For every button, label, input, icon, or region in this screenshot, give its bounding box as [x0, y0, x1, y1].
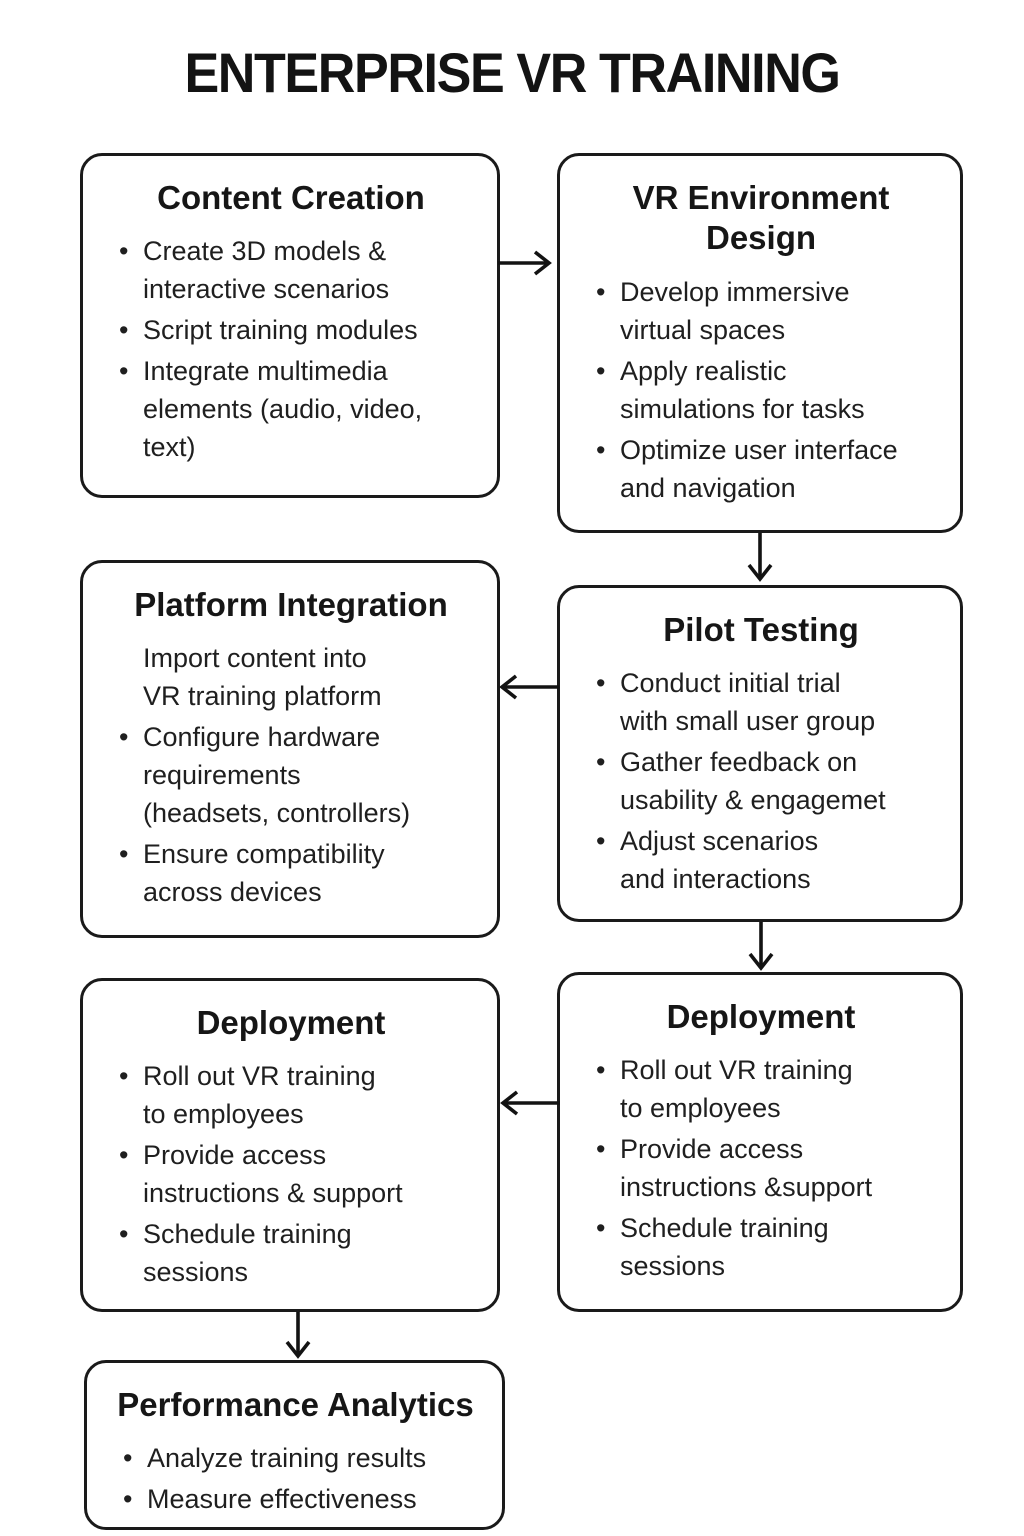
- box-title: Pilot Testing: [663, 611, 859, 648]
- bullet-marker: •: [119, 839, 129, 870]
- bullet-marker: •: [119, 315, 129, 346]
- bullet-list: • Develop immersive virtual spaces • App…: [580, 273, 942, 507]
- bullet-marker: [113, 639, 143, 715]
- bullet-marker: •: [596, 1134, 606, 1165]
- list-item: • Configure hardware requirements (heads…: [113, 718, 479, 832]
- arrow-right-icon-content-creation-to-vr-environment-design: [498, 248, 554, 278]
- box-performance-analytics: Performance Analytics • Analyze training…: [84, 1360, 505, 1530]
- box-title: Platform Integration: [134, 586, 448, 623]
- bullet-marker: •: [596, 826, 606, 857]
- bullet-list: • Roll out VR training to employees • Pr…: [103, 1057, 479, 1291]
- bullet-marker: •: [119, 722, 129, 753]
- list-item: • Provide access instructions & support: [113, 1136, 479, 1212]
- box-platform-integration: Platform Integration Import content into…: [80, 560, 500, 938]
- list-item-text: Script training modules: [143, 315, 418, 346]
- bullet-marker: •: [596, 434, 606, 465]
- list-item: • Measure effectiveness: [117, 1480, 484, 1518]
- list-item: • Ensure compatibility across devices: [113, 835, 479, 911]
- list-item-text: Create 3D models & interactive scenarios: [143, 236, 390, 305]
- list-item: • Gather feedback on usability & engagem…: [590, 743, 942, 819]
- box-deployment-left: Deployment • Roll out VR training to emp…: [80, 978, 500, 1312]
- box-title: Deployment: [196, 1004, 386, 1041]
- list-item: • Schedule training sessions: [113, 1215, 479, 1291]
- list-item-text: Integrate multimedia elements (audio, vi…: [143, 356, 423, 463]
- box-content-creation: Content Creation • Create 3D models & in…: [80, 153, 500, 498]
- arrow-down-icon-vr-environment-design-to-pilot-testing: [745, 533, 775, 583]
- box-title: Deployment: [666, 998, 856, 1035]
- box-title: Performance Analytics: [117, 1386, 474, 1423]
- bullet-list: • Conduct initial trial with small user …: [580, 664, 942, 898]
- list-item: • Apply realistic simulations for tasks: [590, 352, 942, 428]
- bullet-marker: •: [596, 355, 606, 386]
- list-item-text: Gather feedback on usability & engagemet: [620, 747, 886, 816]
- list-item-text: Conduct initial trial with small user gr…: [620, 668, 876, 737]
- list-item-text: Configure hardware requirements (headset…: [143, 722, 411, 829]
- bullet-marker: •: [123, 1484, 133, 1515]
- box-title: Content Creation: [157, 179, 425, 216]
- arrow-down-icon-deployment-left-to-performance-analytics: [283, 1312, 313, 1360]
- list-item: • Provide access instructions &support: [590, 1130, 942, 1206]
- list-item-text: Provide access instructions & support: [143, 1140, 403, 1209]
- bullet-marker: •: [596, 1055, 606, 1086]
- bullet-list: • Roll out VR training to employees • Pr…: [580, 1051, 942, 1285]
- list-item-text: Roll out VR training to employees: [620, 1055, 853, 1124]
- arrow-left-icon-pilot-testing-to-platform-integration: [497, 672, 559, 702]
- list-item: Import content into VR training platform: [113, 639, 479, 715]
- list-item: • Create 3D models & interactive scenari…: [113, 232, 479, 308]
- box-title: VR Environment Design: [632, 179, 890, 257]
- list-item-text: Adjust scenarios and interactions: [620, 826, 819, 895]
- list-item-text: Ensure compatibility across devices: [143, 839, 385, 908]
- bullet-marker: •: [119, 356, 129, 387]
- bullet-marker: •: [119, 1061, 129, 1092]
- bullet-marker: •: [596, 1213, 606, 1244]
- list-item: • Optimize user interface and navigation: [590, 431, 942, 507]
- list-item-text: Provide access instructions &support: [620, 1134, 873, 1203]
- list-item-text: Schedule training sessions: [620, 1213, 829, 1282]
- box-deployment-right: Deployment • Roll out VR training to emp…: [557, 972, 963, 1312]
- list-item-text: Roll out VR training to employees: [143, 1061, 376, 1130]
- box-vr-environment-design: VR Environment Design • Develop immersiv…: [557, 153, 963, 533]
- list-item: • Adjust scenarios and interactions: [590, 822, 942, 898]
- list-item: • Analyze training results: [117, 1439, 484, 1477]
- bullet-marker: •: [596, 668, 606, 699]
- list-item-text: Optimize user interface and navigation: [620, 434, 898, 503]
- bullet-list: Import content into VR training platform…: [103, 639, 479, 911]
- list-item: • Roll out VR training to employees: [113, 1057, 479, 1133]
- list-item-text: Apply realistic simulations for tasks: [620, 355, 865, 424]
- list-item: • Conduct initial trial with small user …: [590, 664, 942, 740]
- list-item-text: Schedule training sessions: [143, 1219, 352, 1288]
- bullet-list: • Create 3D models & interactive scenari…: [103, 232, 479, 466]
- list-item: • Roll out VR training to employees: [590, 1051, 942, 1127]
- arrow-down-icon-pilot-testing-to-deployment-right: [746, 922, 776, 972]
- bullet-marker: •: [119, 236, 129, 267]
- bullet-marker: •: [119, 1219, 129, 1250]
- list-item-text: Analyze training results: [147, 1443, 427, 1474]
- list-item: • Script training modules: [113, 311, 479, 349]
- page-title: ENTERPRISE VR TRAINING: [184, 41, 840, 104]
- bullet-list: • Analyze training results • Measure eff…: [107, 1439, 484, 1518]
- box-pilot-testing: Pilot Testing • Conduct initial trial wi…: [557, 585, 963, 922]
- list-item: • Integrate multimedia elements (audio, …: [113, 352, 479, 466]
- list-item-text: Measure effectiveness: [147, 1484, 417, 1515]
- arrow-left-icon-deployment-right-to-deployment-left: [498, 1088, 560, 1118]
- bullet-marker: •: [596, 276, 606, 307]
- list-item: • Schedule training sessions: [590, 1209, 942, 1285]
- bullet-marker: •: [596, 747, 606, 778]
- list-item: • Develop immersive virtual spaces: [590, 273, 942, 349]
- list-item-text: Develop immersive virtual spaces: [620, 276, 850, 345]
- bullet-marker: •: [123, 1443, 133, 1474]
- bullet-marker: •: [119, 1140, 129, 1171]
- list-item-text: Import content into VR training platform: [143, 643, 382, 712]
